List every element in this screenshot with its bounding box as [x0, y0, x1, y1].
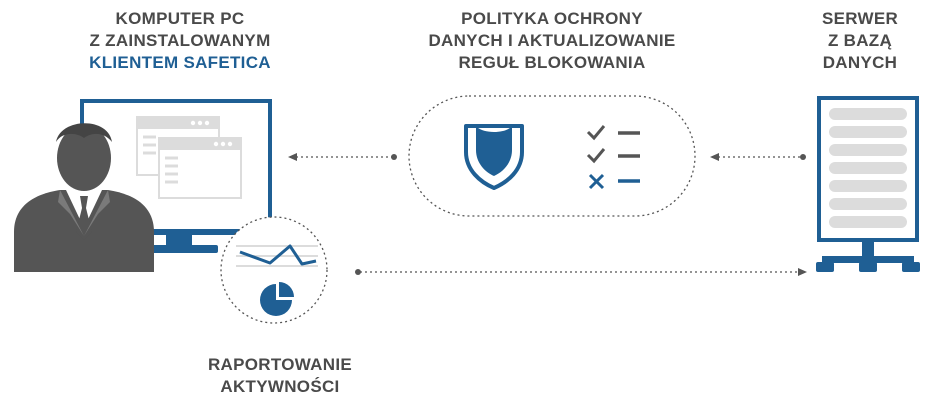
cross-icon	[588, 173, 605, 190]
check-icon	[586, 125, 606, 164]
report-label: RAPORTOWANIE AKTYWNOŚCI	[180, 354, 380, 398]
pc-label-line1: KOMPUTER PC	[115, 9, 245, 28]
policy-pill	[408, 95, 696, 217]
server-label-line3: DANYCH	[822, 53, 898, 72]
pc-label-line2: Z ZAINSTALOWANYM	[89, 31, 271, 50]
line-chart-icon	[239, 244, 317, 266]
server-icon	[816, 96, 920, 272]
report-label-line1: RAPORTOWANIE	[207, 355, 353, 374]
list-lines-icon	[618, 131, 640, 183]
policy-label-line3: REGUŁ BLOKOWANIA	[458, 53, 646, 72]
browser-window-front-icon	[158, 137, 242, 199]
pc-label-line3: KLIENTEM SAFETICA	[89, 53, 271, 72]
server-label-line1: SERWER	[821, 9, 899, 28]
server-label-line2: Z BAZĄ	[827, 31, 893, 50]
policy-label-line1: POLITYKA OCHRONY	[461, 9, 643, 28]
policy-to-pc-arrow	[288, 153, 397, 161]
report-label-line2: AKTYWNOŚCI	[220, 377, 340, 396]
pie-chart-icon	[260, 282, 294, 316]
pc-label: KOMPUTER PC Z ZAINSTALOWANYM KLIENTEM SA…	[55, 8, 305, 74]
report-to-server-arrow	[355, 268, 807, 276]
server-label: SERWER Z BAZĄ DANYCH	[800, 8, 920, 74]
server-to-policy-arrow	[710, 153, 806, 161]
policy-label: POLITYKA OCHRONY DANYCH I AKTUALIZOWANIE…	[402, 8, 702, 74]
policy-label-line2: DANYCH I AKTUALIZOWANIE	[428, 31, 676, 50]
reporting-circle	[220, 216, 328, 324]
user-person-icon	[14, 123, 154, 272]
shield-icon	[464, 124, 524, 190]
